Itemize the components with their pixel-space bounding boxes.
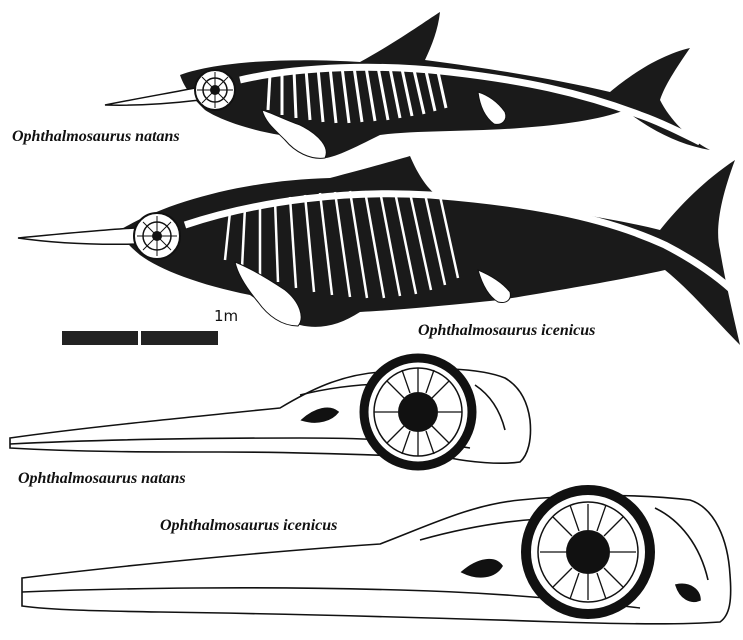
skeleton-natans xyxy=(105,12,710,158)
label-skull-upper: Ophthalmosaurus natans xyxy=(18,470,186,488)
snout-icenicus xyxy=(18,228,140,244)
body-silhouette-icenicus xyxy=(120,156,740,345)
label-top-skeleton: Ophthalmosaurus natans xyxy=(12,128,180,146)
scale-bar-divider xyxy=(138,331,141,345)
scale-bar-label: 1m xyxy=(214,307,238,325)
eye-spokes-icenicus xyxy=(137,216,177,256)
skull-icenicus xyxy=(22,490,731,624)
skull-natans xyxy=(10,358,531,466)
label-middle-skeleton: Ophthalmosaurus icenicus xyxy=(418,322,595,340)
pupil-skull-icenicus xyxy=(566,530,610,574)
eye-spokes-natans xyxy=(197,72,233,108)
body-silhouette-natans xyxy=(180,12,710,158)
skeleton-icenicus xyxy=(18,156,740,345)
label-skull-lower: Ophthalmosaurus icenicus xyxy=(160,517,337,535)
snout-natans xyxy=(105,88,200,105)
